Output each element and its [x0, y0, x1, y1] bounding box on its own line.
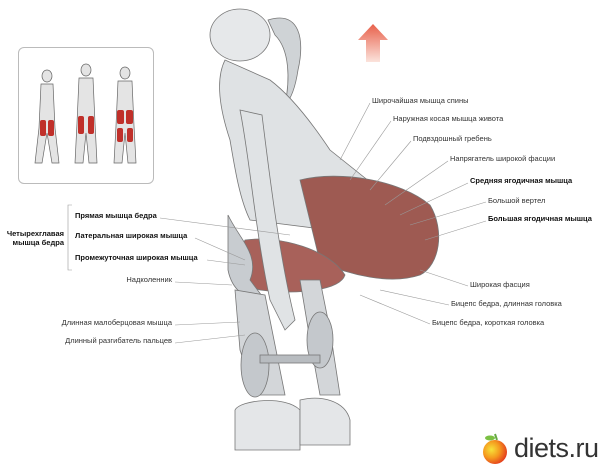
label-quadriceps: Четырехглавая мышца бедра — [0, 229, 64, 247]
label-iliac-crest: Подвздошный гребень — [413, 134, 492, 143]
label-patella: Надколенник — [126, 275, 172, 284]
label-greater-trochanter: Большой вертел — [488, 196, 546, 205]
label-gluteus-medius: Средняя ягодичная мышца — [470, 176, 573, 185]
apple-icon — [483, 433, 507, 464]
label-biceps-femoris-short: Бицепс бедра, короткая головка — [432, 318, 545, 327]
label-vastus-intermedius: Промежуточная широкая мышца — [75, 253, 198, 262]
quadriceps-line2: мышца бедра — [12, 238, 64, 247]
up-arrow-icon — [358, 24, 388, 62]
label-biceps-femoris-long: Бицепс бедра, длинная головка — [451, 299, 562, 308]
leader-lines — [67, 102, 487, 344]
label-vastus-lateralis: Латеральная широкая мышца — [75, 231, 188, 240]
quadriceps-line1: Четырехглавая — [6, 229, 64, 238]
label-gluteus-maximus: Большая ягодичная мышца — [488, 214, 592, 223]
label-tensor-fasciae-latae: Напрягатель широкой фасции — [450, 154, 556, 163]
logo-text: diets.ru — [514, 432, 599, 463]
label-peroneus-longus: Длинная малоберцовая мышца — [61, 318, 172, 327]
label-rectus-femoris: Прямая мышца бедра — [75, 211, 157, 220]
label-latissimus-dorsi: Широчайшая мышца спины — [372, 96, 469, 105]
label-extensor-digitorum-longus: Длинный разгибатель пальцев — [65, 336, 172, 345]
label-external-oblique: Наружная косая мышца живота — [393, 114, 504, 123]
diets-logo: diets.ru — [480, 428, 599, 468]
three-figures-icon — [34, 63, 137, 164]
label-fascia-lata: Широкая фасция — [470, 280, 530, 289]
muscle-map-inset — [18, 47, 154, 184]
squat-figure — [209, 8, 440, 451]
